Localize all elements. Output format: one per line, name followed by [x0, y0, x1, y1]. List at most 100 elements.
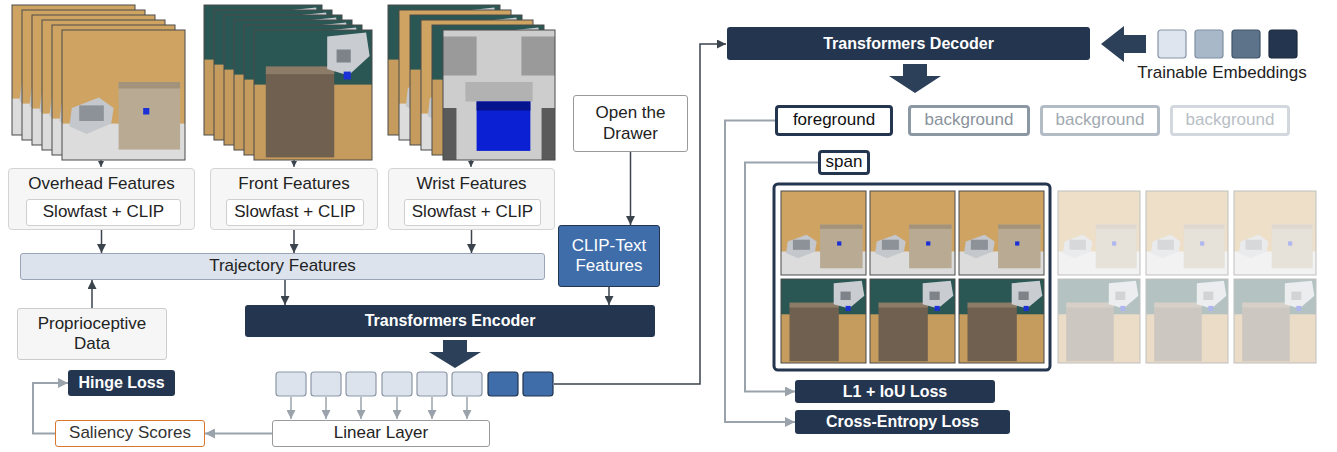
text-feature-box: CLIP-Text Features [558, 225, 660, 287]
drawing-part [1291, 292, 1301, 300]
drawing-part [968, 306, 1017, 361]
video-frame [254, 30, 372, 160]
drawing-part [443, 108, 456, 160]
drawing-part [337, 50, 351, 63]
connector [284, 280, 286, 305]
drawing-part [923, 281, 954, 309]
node-text: Proprioceptive Data [18, 314, 166, 355]
loss-box: Cross-Entropy Loss [795, 410, 1010, 434]
instruction-box: Open the Drawer [573, 95, 688, 152]
drawing-part [820, 225, 863, 229]
drawing-part [69, 98, 113, 134]
node-text: Wrist Features [416, 174, 526, 194]
drawing-part [959, 279, 1044, 363]
drawing-part [327, 33, 369, 76]
drawing-part [781, 279, 866, 363]
drawing-part [1019, 292, 1029, 300]
drawing-part [1197, 281, 1227, 309]
drawing-part [1112, 241, 1116, 245]
drawing-part [968, 303, 1017, 308]
class-token: foreground [775, 105, 893, 136]
drawing-part [875, 235, 906, 259]
token-arrow [396, 397, 398, 419]
drawing-part [1063, 235, 1093, 259]
drawing-part [1285, 281, 1315, 309]
feature-panel: Wrist FeaturesSlowfast + CLIP [388, 168, 555, 230]
video-frame [781, 191, 866, 275]
drawing-part [1203, 292, 1213, 300]
drawing-part [820, 225, 863, 269]
token [311, 372, 341, 396]
flow-arrow [889, 64, 941, 93]
video-frame [62, 30, 185, 160]
drawing-part [781, 191, 866, 275]
class-token: background [1170, 105, 1290, 136]
token [382, 372, 412, 396]
video-frame [1058, 279, 1140, 363]
drawing-part [1234, 279, 1316, 363]
token-arrow [431, 397, 433, 419]
loss-box: Hinge Loss [68, 370, 175, 396]
drawing-part [837, 241, 841, 245]
drawing-part [790, 303, 839, 308]
video-frame [1058, 191, 1140, 275]
drawing-part [1146, 279, 1228, 363]
drawing-part [1157, 240, 1173, 250]
video-frame [1146, 279, 1228, 363]
video-frame [959, 279, 1044, 363]
layer-box: Linear Layer [272, 420, 490, 447]
drawing-part [1288, 241, 1292, 245]
drawing-part [793, 240, 810, 250]
feature-band: Trajectory Features [20, 253, 545, 280]
token [452, 372, 482, 396]
drawing-part [143, 108, 149, 115]
node-text: Open the Drawer [574, 103, 687, 144]
drawing-part [971, 240, 988, 250]
drawing-part [882, 240, 899, 250]
flow-arrow [1101, 26, 1146, 62]
node-text: Slowfast + CLIP [412, 202, 533, 222]
camera-stack [12, 5, 185, 160]
connector [608, 287, 610, 305]
drawing-part [1272, 225, 1313, 229]
token [276, 372, 306, 396]
video-frame [1146, 191, 1228, 275]
token-arrow [325, 397, 327, 419]
token [417, 372, 447, 396]
node-text: Trajectory Features [209, 256, 356, 276]
node-text: L1 + IoU Loss [843, 382, 947, 401]
drawing-part [119, 82, 181, 150]
encoder-box: Slowfast + CLIP [226, 199, 364, 226]
drawing-part [781, 279, 866, 363]
node-text: background [1186, 110, 1275, 130]
embedding-square [1195, 30, 1223, 58]
node-text: background [925, 110, 1014, 130]
node-text: Hinge Loss [78, 373, 164, 392]
drawing-part [790, 306, 839, 361]
span-highlight [774, 184, 1050, 370]
node-text: Transformers Decoder [823, 34, 994, 53]
drawing-part [1184, 225, 1225, 229]
drawing-part [1066, 306, 1114, 361]
token [488, 372, 518, 396]
drawing-part [1234, 191, 1316, 275]
token [346, 372, 376, 396]
drawing-part [1296, 306, 1301, 311]
drawing-part [1242, 306, 1290, 361]
drawing-part [870, 191, 955, 275]
drawing-part [1184, 225, 1225, 269]
drawing-part [959, 191, 1044, 275]
feature-panel: Overhead FeaturesSlowfast + CLIP [8, 168, 195, 230]
embedding-square [1158, 30, 1186, 58]
drawing-part [465, 82, 532, 102]
drawing-part [477, 102, 531, 151]
loss-box: L1 + IoU Loss [795, 380, 995, 403]
score-box: Saliency Scores [55, 420, 205, 447]
drawing-part [443, 37, 477, 76]
drawing-part [1146, 191, 1228, 275]
camera-frame [254, 30, 372, 160]
connector [725, 121, 795, 423]
caption-label: Trainable Embeddings [1122, 63, 1322, 83]
drawing-part [62, 30, 185, 160]
